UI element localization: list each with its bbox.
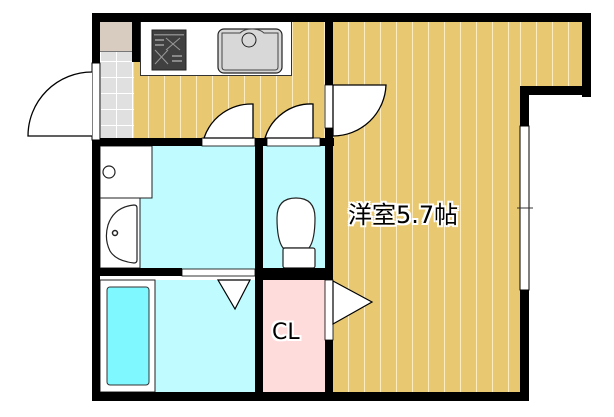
closet-door[interactable] [324, 279, 374, 341]
washing-machine-drain-icon [99, 145, 153, 199]
western-room-door[interactable] [324, 84, 387, 137]
toilet-icon [276, 197, 316, 269]
western-room-alcove-floor [520, 22, 582, 86]
toilet-door[interactable] [264, 103, 321, 147]
western-room-floor [332, 22, 522, 394]
western-room-window [517, 125, 533, 291]
sink-icon [217, 28, 283, 74]
bathtub-icon [99, 279, 156, 393]
washbasin-icon [99, 197, 141, 269]
room-label-western: 洋室5.7帖 [348, 201, 459, 229]
stove-icon [151, 29, 187, 71]
bathroom-door[interactable] [181, 268, 256, 311]
walls [92, 13, 591, 401]
washroom-door[interactable] [201, 103, 256, 147]
entrance-door[interactable] [27, 62, 101, 141]
shoe-box [100, 22, 132, 52]
closet-floor [263, 280, 325, 392]
room-label-closet: CL [272, 320, 300, 345]
entrance-tile-floor [100, 52, 134, 142]
